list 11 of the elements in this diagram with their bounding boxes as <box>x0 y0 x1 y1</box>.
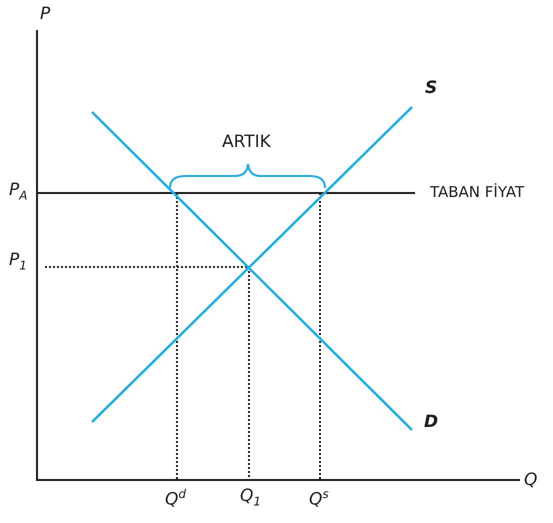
quantity-label: Q$^{d}$ <box>165 488 186 509</box>
axis-label: P <box>40 6 50 23</box>
axis-label: Q <box>524 472 538 489</box>
price-label: P$_{1}$ <box>9 252 27 272</box>
price-label: P$_{A}$ <box>9 182 28 202</box>
brace-label: ARTIK <box>222 134 271 151</box>
curve-label: D <box>424 414 438 431</box>
quantity-label: Q$^{s}$ <box>309 488 329 509</box>
curve-label: S <box>425 80 438 97</box>
price-floor-label: TABAN FİYAT <box>430 185 524 200</box>
quantity-label: Q$_{1}$ <box>240 488 262 508</box>
